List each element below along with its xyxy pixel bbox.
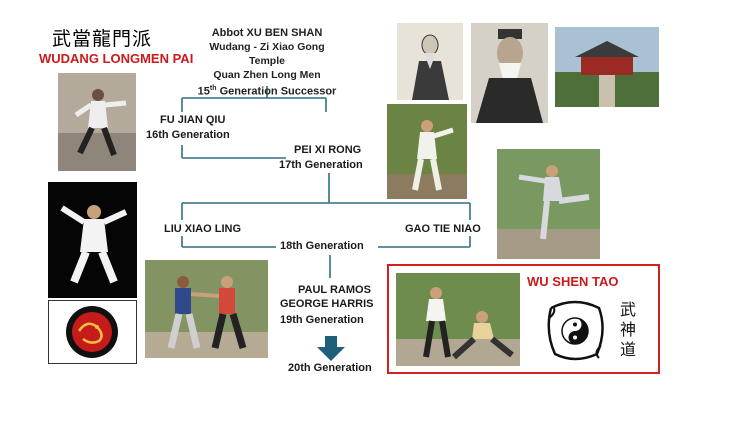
- wst-figures: [396, 273, 520, 366]
- yin-yang-dragon-icon: [543, 298, 607, 364]
- old-master-figure: [471, 23, 548, 123]
- partner-training-photo: [145, 260, 268, 358]
- abbot-gen-text: Generation Successor: [217, 86, 337, 98]
- chinese-char-wu: 武: [619, 300, 637, 320]
- gao-tie-niao-label: GAO TIE NIAO: [405, 223, 481, 235]
- abbot-generation: 15th Generation Successor: [192, 82, 342, 99]
- gen19-label: 19th Generation: [280, 314, 364, 326]
- outdoor-practice-photo: [387, 104, 467, 199]
- gen20-label: 20th Generation: [288, 362, 372, 374]
- liu-xiao-ling-label: LIU XIAO LING: [164, 223, 241, 235]
- chinese-char-dao: 道: [619, 340, 637, 360]
- gen17-label: 17th Generation: [279, 159, 363, 171]
- temple-photo: [555, 27, 659, 107]
- partner-figures: [145, 260, 268, 358]
- temple-scene: [555, 27, 659, 107]
- chinese-title: 武當龍門派: [52, 24, 152, 51]
- gen16-label: 16th Generation: [146, 129, 230, 141]
- dragon-emblem: [48, 300, 137, 364]
- sketch-figure: [397, 23, 463, 100]
- practitioner-figure-dark: [48, 182, 137, 298]
- wu-shen-tao-box: WU SHEN TAO 武 神 道: [387, 264, 660, 374]
- school-name: WUDANG LONGMEN PAI: [39, 51, 193, 66]
- abbot-lineage: Quan Zhen Long Men: [192, 68, 342, 82]
- abbot-temple: Wudang - Zi Xiao Gong Temple: [192, 40, 342, 68]
- abbot-gen-number: 15: [198, 86, 210, 98]
- down-arrow-icon: [317, 336, 345, 361]
- kick-figure: [497, 149, 600, 259]
- kick-practice-photo: [497, 149, 600, 259]
- wu-shen-tao-chinese: 武 神 道: [619, 300, 637, 360]
- fu-jian-qiu-label: FU JIAN QIU: [160, 114, 225, 126]
- old-master-portrait: [471, 23, 548, 123]
- chinese-char-shen: 神: [619, 320, 637, 340]
- dragon-emblem-icon: [49, 301, 136, 363]
- abbot-block: Abbot XU BEN SHAN Wudang - Zi Xiao Gong …: [192, 26, 342, 99]
- wu-shen-tao-title: WU SHEN TAO: [527, 274, 618, 289]
- abbot-gen-suffix: th: [210, 85, 217, 92]
- abbot-name: Abbot XU BEN SHAN: [192, 26, 342, 40]
- practitioner-photo-2: [48, 182, 137, 298]
- master-sketch-portrait: [397, 23, 463, 100]
- george-harris-label: GEORGE HARRIS: [280, 298, 374, 310]
- outdoor-figure: [387, 104, 467, 199]
- wu-shen-tao-photo: [396, 273, 520, 366]
- practitioner-photo-1: [58, 73, 136, 171]
- pei-xi-rong-label: PEI XI RONG: [294, 144, 361, 156]
- practitioner-figure: [58, 73, 136, 171]
- gen18-label: 18th Generation: [280, 240, 364, 252]
- paul-ramos-label: PAUL RAMOS: [298, 284, 371, 296]
